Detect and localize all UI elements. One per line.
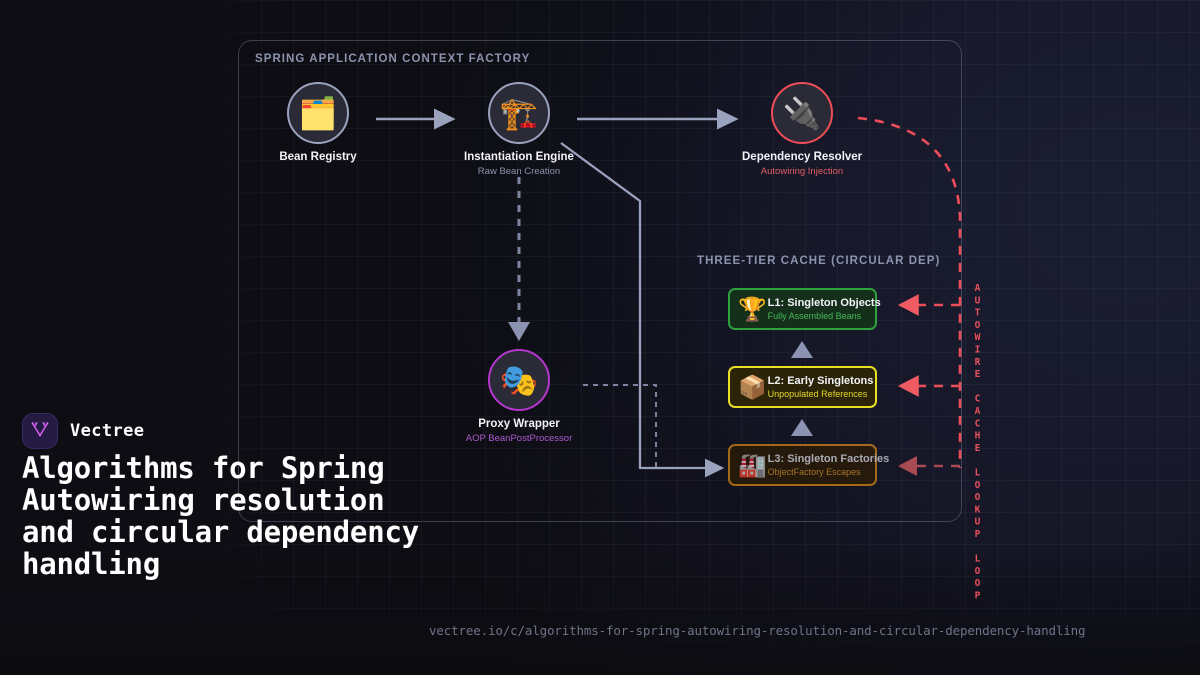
performing-arts-masks-icon: 🎭 [488, 349, 550, 411]
wire-proxy-branch [583, 384, 657, 468]
wire-l3-to-l2 [791, 419, 813, 436]
node-proxy-wrapper-sub: AOP BeanPostProcessor [465, 433, 573, 444]
vectree-v-tree-logo [22, 413, 58, 449]
trophy-icon: 🏆 [738, 295, 767, 322]
node-dependency-resolver-label: Dependency Resolver [742, 151, 863, 163]
node-dependency-resolver[interactable]: 🔌 Dependency Resolver Autowiring Injecti… [742, 82, 862, 177]
node-dependency-resolver-sub: Autowiring Injection [760, 166, 844, 177]
brand: Vectree [22, 413, 144, 449]
page-url: vectree.io/c/algorithms-for-spring-autow… [429, 623, 1086, 638]
node-proxy-wrapper-label: Proxy Wrapper [478, 418, 560, 430]
cache-tier-l3-sub: ObjectFactory Escapes [767, 467, 861, 477]
node-bean-registry-label: Bean Registry [279, 151, 357, 163]
wire-engine-to-proxy-arrowhead [508, 322, 530, 341]
cache-tier-l2[interactable]: 📦 L2: Early Singletons Unpopulated Refer… [728, 366, 877, 408]
cache-tier-l2-sub: Unpopulated References [767, 389, 868, 399]
background-bottom-fade [0, 545, 1200, 675]
wire-engine-to-l3 [560, 142, 725, 478]
cache-tier-l1[interactable]: 🏆 L1: Singleton Objects Fully Assembled … [728, 288, 881, 330]
cache-tier-l1-sub: Fully Assembled Beans [767, 311, 862, 321]
cache-tier-l3-name: L3: Singleton Factories [767, 453, 890, 465]
factory-icon: 🏭 [738, 451, 767, 478]
file-folder-icon: 🗂️ [287, 82, 349, 144]
spring-context-panel [238, 40, 962, 522]
cache-tier-l1-name: L1: Singleton Objects [767, 297, 881, 309]
node-bean-registry[interactable]: 🗂️ Bean Registry [258, 82, 378, 166]
spring-context-panel-title: SPRING APPLICATION CONTEXT FACTORY [255, 53, 531, 65]
wire-l2-to-l1 [791, 341, 813, 358]
package-box-icon: 📦 [738, 373, 767, 400]
construction-crane-icon: 🏗️ [488, 82, 550, 144]
page-title: Algorithms for Spring Autowiring resolut… [22, 451, 419, 581]
autowire-cache-lookup-loop-label: AUTOWIRE CACHE LOOKUP LOOP [972, 283, 983, 603]
node-proxy-wrapper[interactable]: 🎭 Proxy Wrapper AOP BeanPostProcessor [459, 349, 579, 444]
cache-tier-l3[interactable]: 🏭 L3: Singleton Factories ObjectFactory … [728, 444, 889, 486]
cache-tier-l2-name: L2: Early Singletons [767, 375, 874, 387]
three-tier-cache-panel-title: THREE-TIER CACHE (CIRCULAR DEP) [697, 255, 941, 267]
loop-resolver-curve [857, 116, 962, 468]
node-instantiation-engine-sub: Raw Bean Creation [477, 166, 561, 177]
node-instantiation-engine-label: Instantiation Engine [464, 151, 574, 163]
node-instantiation-engine[interactable]: 🏗️ Instantiation Engine Raw Bean Creatio… [459, 82, 579, 177]
brand-name: Vectree [70, 421, 145, 441]
electric-plug-icon: 🔌 [771, 82, 833, 144]
